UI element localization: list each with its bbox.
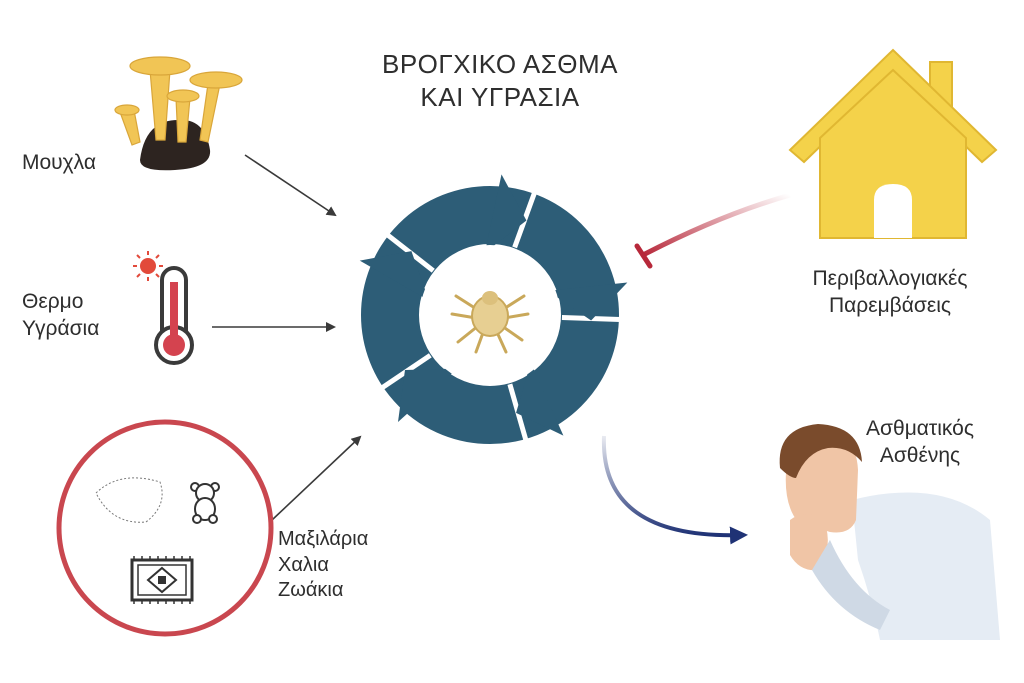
items-label: Μαξιλάρια Χαλια Ζωάκια: [278, 527, 368, 604]
rug-icon: [130, 556, 194, 604]
items-arrow: [271, 435, 362, 521]
title-line-1: ΒΡΟΓΧΙΚΟ ΑΣΘΜΑ: [382, 49, 618, 79]
title-line-2: ΚΑΙ ΥΓΡΑΣΙΑ: [420, 82, 580, 113]
intervention-label: Περιβαλλογιακές Παρεμβάσεις: [770, 266, 1010, 320]
patient-line-1: Ασθματικός: [866, 417, 974, 440]
items-line-2: Χαλια: [278, 553, 329, 576]
pillow-icon: [95, 477, 163, 523]
mushroom-icon: [114, 56, 243, 171]
outcome-arrow: [601, 435, 748, 545]
mold-label: Μουχλα: [22, 151, 97, 174]
items-line-1: Μαξιλάρια: [278, 528, 369, 550]
intervention-line-2: Παρεμβάσεις: [828, 293, 952, 317]
teddy-bear-icon: [190, 482, 220, 524]
patient-line-2: Ασθένης: [879, 443, 961, 467]
dust-mite-icon: [450, 291, 530, 354]
coughing-person-icon: [779, 424, 1000, 640]
patient-label: Ασθματικός Ασθένης: [830, 416, 1010, 470]
household-items-circle: [56, 419, 274, 637]
inhibition-arrow: [634, 192, 791, 269]
mold-arrow: [244, 154, 337, 217]
diagram-title: ΒΡΟΓΧΙΚΟ ΑΣΘΜΑ ΚΑΙ ΥΓΡΑΣΙΑ: [340, 48, 660, 115]
items-line-3: Ζωάκια: [278, 579, 344, 602]
climate-line-2: Υγράσια: [22, 316, 100, 340]
climate-label: Θερμο Υγράσια: [22, 289, 99, 343]
thermometer-icon: [133, 251, 194, 365]
climate-line-1: Θερμο: [22, 290, 84, 313]
house-icon: [788, 48, 998, 239]
intervention-line-1: Περιβαλλογιακές: [812, 267, 968, 290]
